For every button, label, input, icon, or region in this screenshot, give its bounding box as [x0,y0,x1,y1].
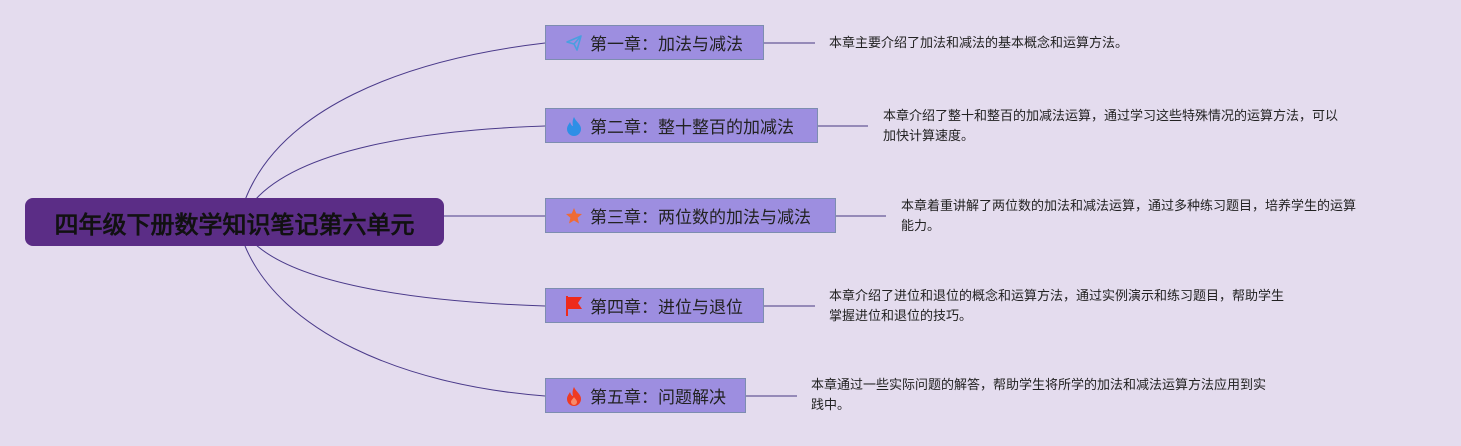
paper-plane-icon [564,33,584,53]
chapter-title: 第五章：问题解决 [590,388,726,408]
description-line: 践中。 [811,398,851,413]
link-chapter-1 [244,42,546,201]
description-line: 掌握进位和退位的技巧。 [829,309,973,324]
description-line: 本章通过一些实际问题的解答，帮助学生将所学的加法和减法运算方法应用到实 [811,378,1267,393]
chapter-title: 第二章：整十整百的加减法 [590,118,794,138]
link-chapter-2 [254,125,546,201]
chapter-title: 第四章：进位与退位 [590,298,743,318]
chapter-node-5[interactable]: 第五章：问题解决 [545,378,746,413]
flame-icon [564,116,584,136]
chapter-description-1: 本章主要介绍了加法和减法的基本概念和运算方法。 [829,34,1128,54]
chapter-node-4[interactable]: 第四章：进位与退位 [545,288,764,323]
chapter-node-1[interactable]: 第一章：加法与减法 [545,25,764,60]
chapter-node-3[interactable]: 第三章：两位数的加法与减法 [545,198,836,233]
star-icon [564,206,584,226]
description-line: 加快计算速度。 [883,129,975,144]
link-chapter-5 [244,245,546,397]
root-topic[interactable]: 四年级下册数学知识笔记第六单元 [25,198,444,246]
description-line: 本章介绍了进位和退位的概念和运算方法，通过实例演示和练习题目，帮助学生 [829,289,1285,304]
root-title: 四年级下册数学知识笔记第六单元 [54,210,415,239]
flag-icon [564,295,584,316]
chapter-title: 第一章：加法与减法 [590,35,743,55]
description-line: 能力。 [901,219,941,234]
chapter-description-2: 本章介绍了整十和整百的加减法运算，通过学习这些特殊情况的运算方法，可以 加快计算… [883,107,1338,147]
chapter-description-4: 本章介绍了进位和退位的概念和运算方法，通过实例演示和练习题目，帮助学生 掌握进位… [829,287,1284,327]
description-line: 本章介绍了整十和整百的加减法运算，通过学习这些特殊情况的运算方法，可以 [883,109,1339,124]
chapter-node-2[interactable]: 第二章：整十整百的加减法 [545,108,818,143]
chapter-title: 第三章：两位数的加法与减法 [590,208,811,228]
chapter-description-5: 本章通过一些实际问题的解答，帮助学生将所学的加法和减法运算方法应用到实 践中。 [811,376,1266,416]
description-line: 本章着重讲解了两位数的加法和减法运算，通过多种练习题目，培养学生的运算 [901,199,1357,214]
description-line: 本章主要介绍了加法和减法的基本概念和运算方法。 [829,36,1129,51]
link-chapter-4 [254,243,546,307]
chapter-description-3: 本章着重讲解了两位数的加法和减法运算，通过多种练习题目，培养学生的运算 能力。 [901,197,1356,237]
fire-icon [564,386,584,406]
